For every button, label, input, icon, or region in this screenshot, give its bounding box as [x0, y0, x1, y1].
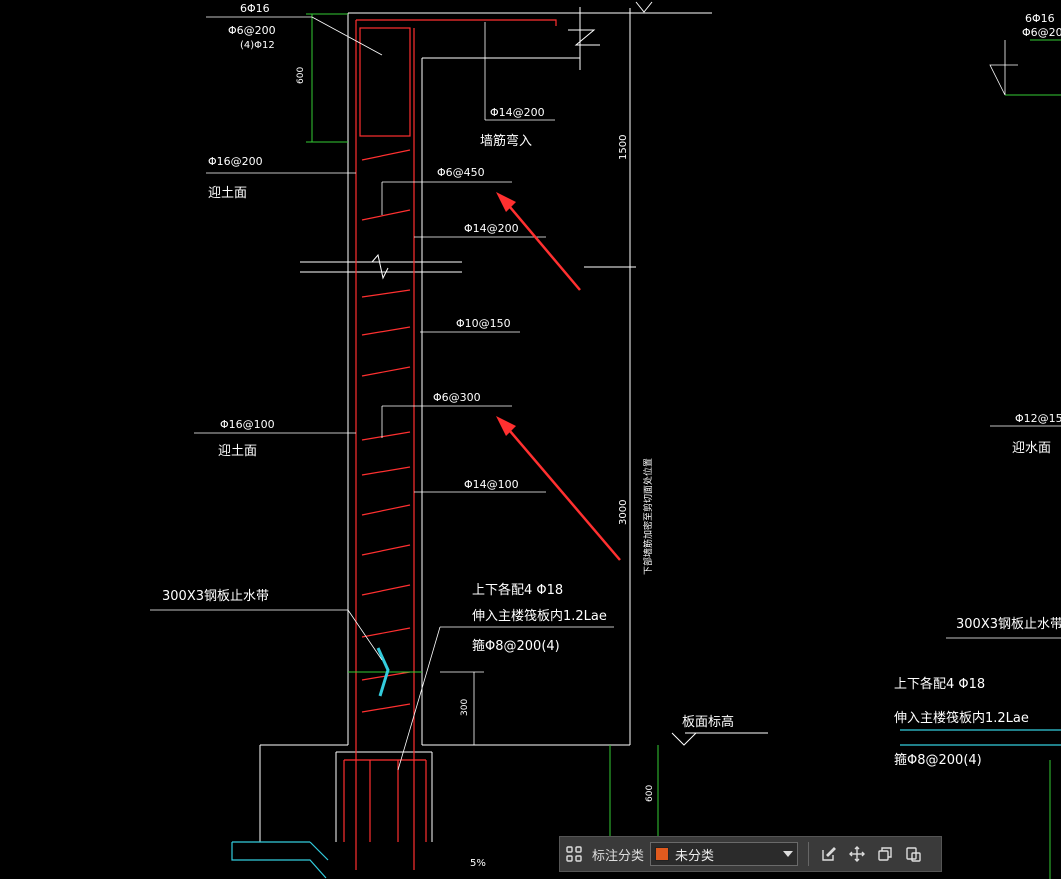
copy-icon[interactable] — [871, 840, 899, 868]
rebar-lines — [343, 19, 557, 870]
toolbar-divider — [808, 842, 810, 866]
label-wall-bend-in: 墙筋弯入 — [480, 133, 532, 149]
category-label: 标注分类 — [592, 848, 645, 864]
label-dist-bar-150: Φ10@150 — [456, 317, 511, 330]
category-value: 未分类 — [675, 848, 715, 864]
category-color-swatch — [655, 847, 670, 861]
label-dim-300: 300 — [460, 699, 470, 716]
label-right-stirrup-note: 箍Φ8@200(4) — [894, 752, 982, 768]
label-slab-elevation: 板面标高 — [682, 714, 734, 730]
red-arrows — [496, 192, 621, 561]
label-vertical-note: 下部墙筋加密至剪切面处位置 — [642, 458, 654, 575]
wall-outline — [259, 1, 768, 842]
edit-icon[interactable] — [815, 840, 843, 868]
grid-icon[interactable] — [560, 840, 588, 868]
category-select[interactable]: 未分类 — [650, 842, 799, 866]
label-dim-3000: 3000 — [618, 500, 629, 525]
annotation-toolbar: 标注分类 未分类 — [559, 836, 942, 872]
dimension-lines — [306, 13, 1061, 879]
label-anchor-note: 伸入主楼筏板内1.2Lae — [472, 608, 607, 624]
move-icon[interactable] — [843, 840, 871, 868]
label-outer-bar-top: Φ16@200 — [208, 155, 263, 168]
label-dim-600-top: 600 — [296, 67, 306, 84]
label-dim-600-bottom: 600 — [645, 785, 655, 802]
label-top-bottom-bars: 上下各配4 Φ18 — [472, 582, 563, 598]
leader-lines — [150, 16, 1061, 771]
label-tie-450: Φ6@450 — [437, 166, 485, 179]
paste-icon[interactable] — [899, 840, 927, 868]
label-right-bar: Φ12@150 — [1015, 412, 1061, 425]
drawing-labels: 6Φ16 Φ6@200 (4)Φ12 600 Φ14@200 墙筋弯入 1500… — [162, 2, 1061, 869]
label-waterstop-left: 300X3钢板止水带 — [162, 589, 269, 604]
label-waterstop-right: 300X3钢板止水带 — [956, 617, 1061, 632]
label-top-stirrup2: (4)Φ12 — [240, 40, 275, 51]
label-right-top-bar2: Φ6@200 — [1022, 26, 1061, 39]
label-wall-bar-bend: Φ14@200 — [490, 106, 545, 119]
label-inner-bar-200: Φ14@200 — [464, 222, 519, 235]
label-soil-face-2: 迎土面 — [218, 444, 257, 459]
chevron-down-icon — [783, 851, 794, 857]
label-dim-1500: 1500 — [618, 135, 629, 160]
label-right-top-bottom-bars: 上下各配4 Φ18 — [894, 676, 985, 692]
label-soil-face-1: 迎土面 — [208, 186, 247, 201]
slab-outline — [231, 647, 1061, 879]
label-small: 5% — [470, 858, 486, 869]
label-water-face: 迎水面 — [1012, 441, 1051, 456]
label-stirrup-note: 箍Φ8@200(4) — [472, 638, 560, 654]
label-right-top-bar: 6Φ16 — [1025, 12, 1055, 25]
label-outer-bar-100: Φ16@100 — [220, 418, 275, 431]
label-top-stirrup: Φ6@200 — [228, 24, 276, 37]
label-inner-bar-100: Φ14@100 — [464, 478, 519, 491]
label-right-anchor-note: 伸入主楼筏板内1.2Lae — [894, 710, 1029, 726]
label-tie-300: Φ6@300 — [433, 391, 481, 404]
label-top-bar: 6Φ16 — [240, 2, 270, 15]
